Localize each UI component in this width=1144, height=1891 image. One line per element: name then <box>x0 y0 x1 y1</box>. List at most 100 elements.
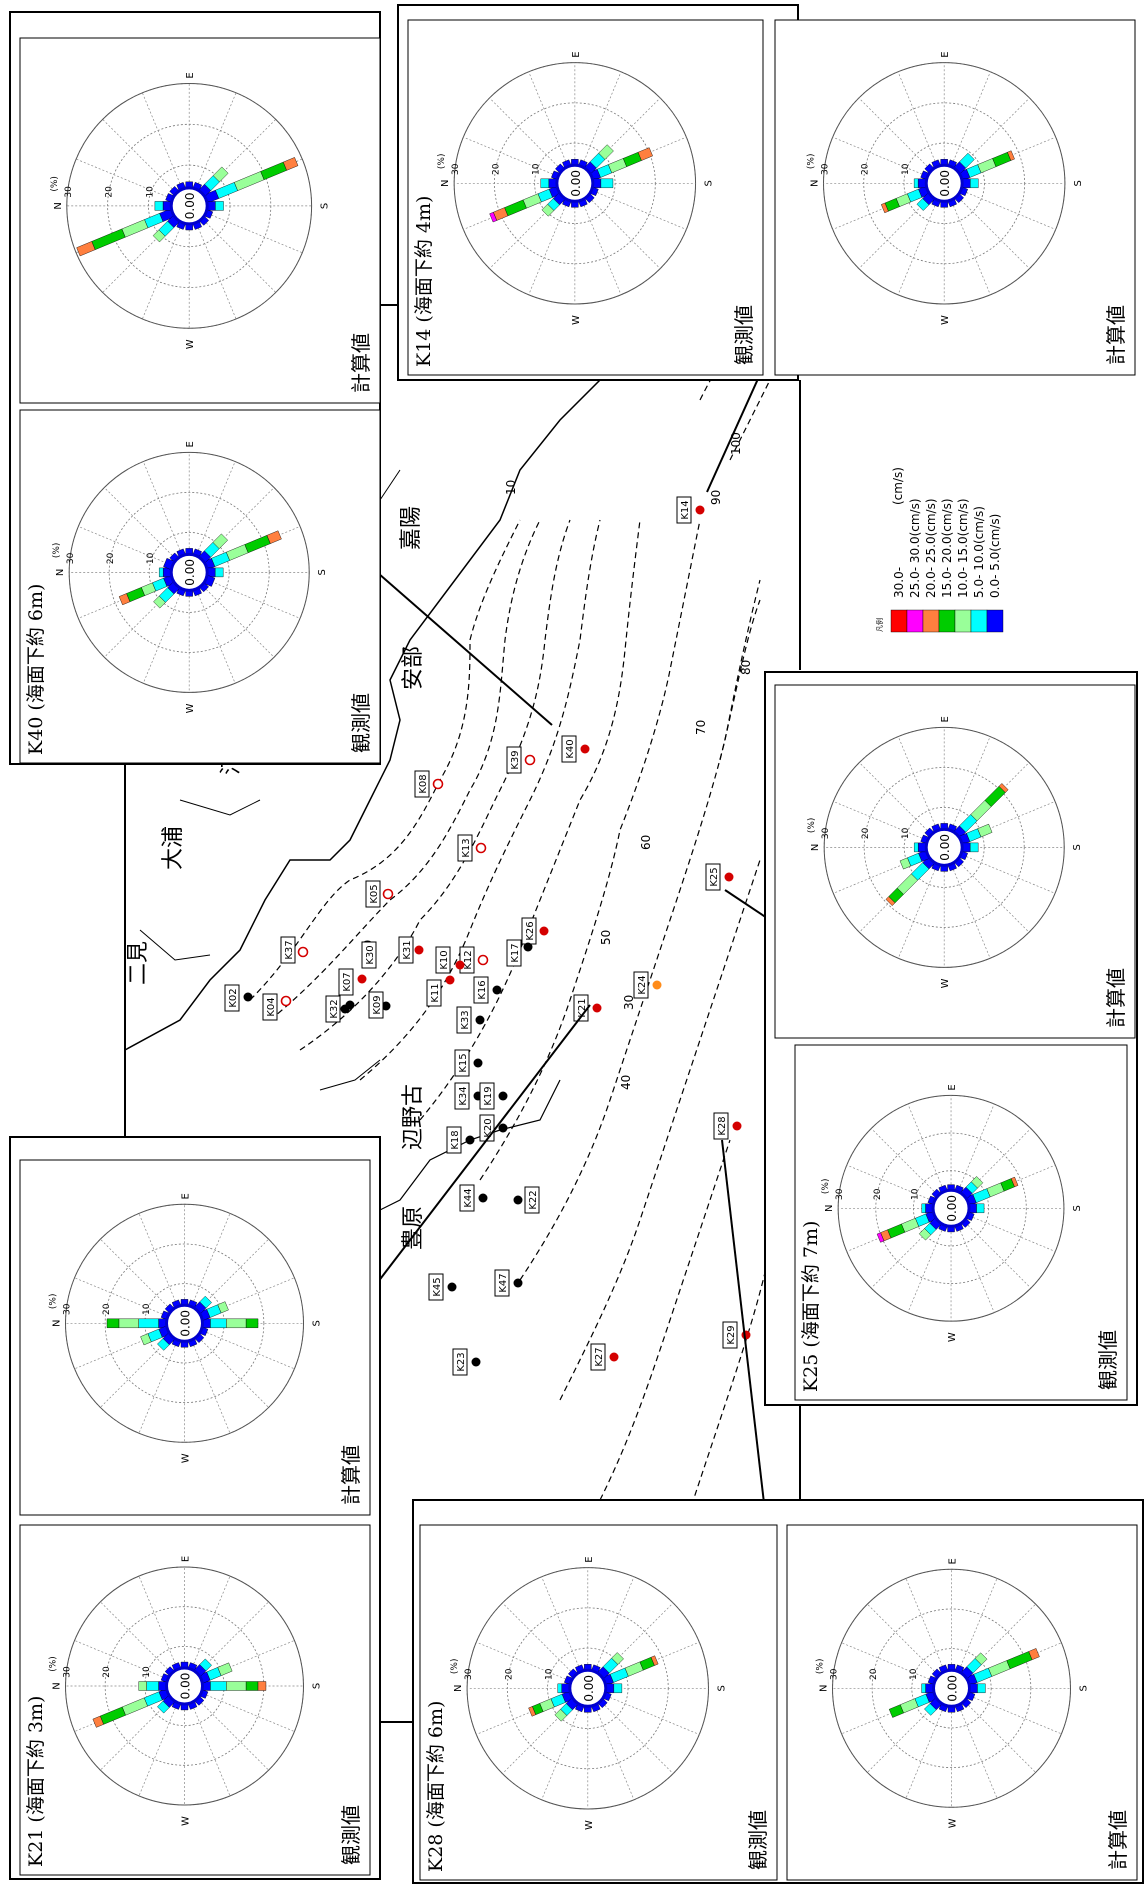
rose-bar <box>970 178 979 189</box>
rose-ring-label: 20 <box>105 186 115 198</box>
rose-ring-label: 10 <box>901 163 911 175</box>
legend-swatch <box>954 609 972 633</box>
station-id: K32 <box>329 999 340 1018</box>
rose-direction-label: W <box>185 339 196 349</box>
rose-bar <box>998 783 1009 793</box>
rose-bar <box>118 1318 139 1329</box>
rose-bar <box>215 201 224 211</box>
rose-bar <box>880 202 889 214</box>
station-label: K09 <box>368 991 384 1019</box>
station-id: K40 <box>565 739 576 758</box>
place-name: 辺野古 <box>401 1084 426 1150</box>
station-marker <box>455 960 465 970</box>
rose-bar <box>157 1700 170 1714</box>
rose-bar <box>157 1338 170 1351</box>
place-name: 大浦 <box>161 826 186 870</box>
station-label: K40 <box>561 735 577 763</box>
arrow-k28 <box>721 1139 771 1556</box>
station-marker-open <box>382 888 394 900</box>
legend-entry: 30.0- <box>892 567 906 598</box>
rose-bar <box>970 842 979 853</box>
station-id: K16 <box>477 980 488 999</box>
rose-unit-label: (%) <box>49 1294 59 1310</box>
rose-direction-label: S <box>317 569 328 575</box>
station-marker <box>498 1091 508 1101</box>
rose-direction-label: E <box>584 1556 595 1562</box>
rose-ring-label: 30 <box>451 163 461 175</box>
station-marker <box>741 1330 751 1340</box>
legend-swatch <box>938 609 956 633</box>
legend-label: 15.0- 20.0(cm/s) <box>940 498 954 598</box>
rose-bar <box>152 229 166 243</box>
rose-ring-label: 20 <box>873 1188 883 1200</box>
rose-unit-label: (%) <box>821 1179 831 1195</box>
rose-ring-label: 20 <box>504 1668 514 1680</box>
rose-direction-label: E <box>185 441 196 447</box>
rose-bar <box>600 178 614 189</box>
rose-bar <box>106 1318 120 1329</box>
station-id: K37 <box>284 940 295 959</box>
station-label: K44 <box>459 1184 475 1212</box>
calculated-label: 計算値 <box>1106 1810 1130 1870</box>
station-id: K24 <box>637 975 648 994</box>
station-label: K29 <box>722 1321 738 1349</box>
place-name: 安部 <box>401 646 426 690</box>
station-id: K44 <box>463 1188 474 1207</box>
station-marker <box>243 992 253 1002</box>
station-id: K11 <box>430 983 441 1002</box>
rose-bar <box>977 823 993 838</box>
rose-unit-label: (%) <box>437 154 447 170</box>
rose-unit-label: (%) <box>52 543 62 559</box>
station-id: K39 <box>510 750 521 769</box>
river-4 <box>319 1059 381 1091</box>
rose-bar <box>913 842 919 853</box>
rose-bar <box>959 152 975 169</box>
rose-bar <box>138 1318 159 1329</box>
rose-direction-label: N <box>819 1685 830 1692</box>
rose-direction-label: W <box>948 1818 959 1828</box>
rose-ring-label: 30 <box>63 1303 73 1315</box>
station-label: K02 <box>224 984 240 1012</box>
legend-entry: 10.0- 15.0(cm/s) <box>956 498 970 598</box>
station-label: K26 <box>521 917 537 945</box>
rose-center-value: 0.00 <box>569 170 583 197</box>
station-id: K21 <box>577 998 588 1017</box>
rose-unit-label: (%) <box>49 1656 59 1672</box>
rose-bar <box>913 178 919 189</box>
legend-label: 20.0- 25.0(cm/s) <box>924 498 938 598</box>
rose-direction-label: S <box>1079 1685 1090 1691</box>
rose-bar <box>916 198 930 211</box>
rose-direction-label: W <box>181 1816 192 1826</box>
rose-direction-label: S <box>320 203 331 209</box>
station-label: K18 <box>446 1126 462 1154</box>
rose-direction-label: E <box>181 1193 192 1199</box>
rose-bar <box>921 1203 926 1214</box>
rose-bar <box>140 1333 152 1346</box>
rose-direction-label: N <box>810 180 821 187</box>
rose-bar <box>528 1706 536 1717</box>
station-marker <box>475 1015 485 1025</box>
rose-bar <box>266 530 282 544</box>
station-label: K45 <box>428 1273 444 1301</box>
rose-ring-label: 10 <box>909 1668 919 1680</box>
station-marker <box>471 1357 481 1367</box>
panel-title: K40 (海面下約 6m) <box>25 584 47 755</box>
rose-bar <box>245 1318 259 1329</box>
rose-bar <box>217 1662 233 1676</box>
rose-direction-label: N <box>55 569 66 576</box>
observed-label: 観測値 <box>746 1810 770 1870</box>
station-label: K17 <box>506 939 522 967</box>
rose-direction-label: E <box>185 72 196 78</box>
rose-direction-label: N <box>824 1205 835 1212</box>
legend-swatch <box>986 609 1004 633</box>
rose-direction-label: S <box>312 1683 323 1689</box>
rose-center-value: 0.00 <box>183 559 197 586</box>
rose-ring-label: 30 <box>821 827 831 839</box>
rose-bar <box>212 533 229 549</box>
rose-ring-label: 20 <box>102 1303 112 1315</box>
rose-bar <box>977 1683 986 1694</box>
station-marker <box>513 1278 523 1288</box>
